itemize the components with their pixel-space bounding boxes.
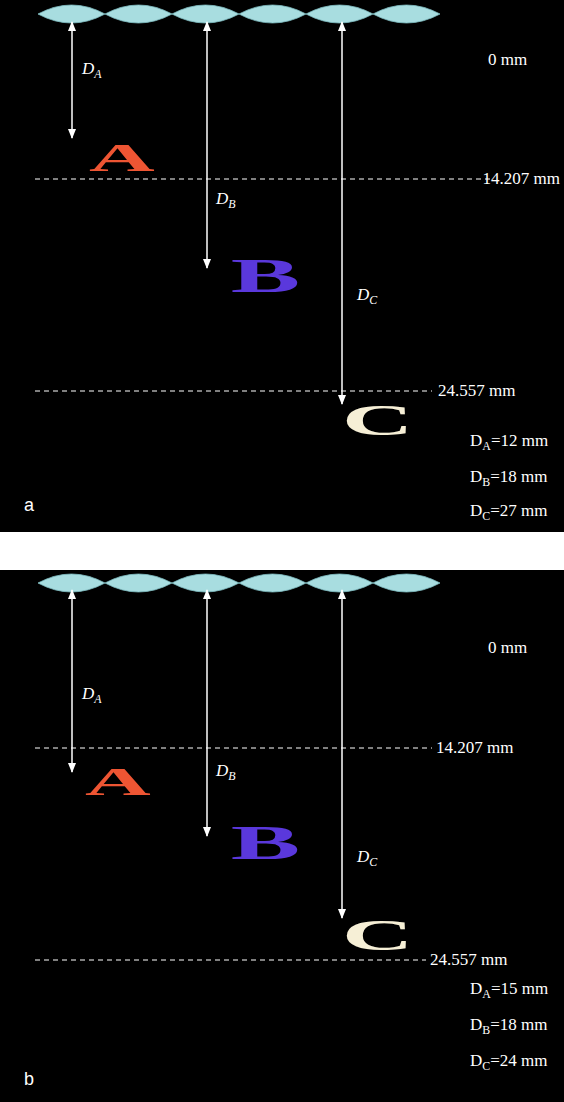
depth-label: 14.207 mm	[436, 739, 513, 758]
object-letter: C	[342, 399, 413, 443]
object-letter: A	[85, 763, 151, 802]
object-letter: B	[230, 251, 299, 300]
lenslet	[105, 5, 172, 23]
distance-value: DC=24 mm	[470, 1052, 548, 1073]
distance-value: DA=12 mm	[470, 432, 548, 453]
depth-label: 0 mm	[488, 639, 527, 658]
lenslet	[373, 5, 440, 23]
panel-background	[0, 570, 564, 1102]
panel-background	[0, 0, 564, 532]
lenslet	[306, 574, 373, 592]
depth-label: 24.557 mm	[438, 382, 515, 401]
distance-value: DA=15 mm	[470, 980, 548, 1001]
object-letter: C	[342, 914, 413, 958]
distance-label: DB	[216, 762, 236, 783]
lenslet	[172, 574, 239, 592]
distance-value: DB=18 mm	[470, 1016, 548, 1037]
depth-label: 24.557 mm	[430, 951, 507, 970]
lenslet	[38, 5, 105, 23]
object-letter: B	[230, 818, 299, 867]
lenslet	[172, 5, 239, 23]
panel-letter: b	[24, 1070, 34, 1090]
depth-label: 14.207 mm	[483, 170, 560, 189]
lenslet	[239, 5, 306, 23]
distance-label: DC	[357, 848, 377, 869]
distance-value: DB=18 mm	[470, 468, 548, 489]
lenslet	[105, 574, 172, 592]
lenslet	[38, 574, 105, 592]
distance-value: DC=27 mm	[470, 502, 548, 523]
distance-label: DA	[82, 60, 102, 81]
lens-array	[38, 5, 440, 592]
panel-letter: a	[24, 496, 34, 516]
distance-label: DC	[357, 286, 377, 307]
dashed-planes	[35, 179, 492, 960]
lenslet	[306, 5, 373, 23]
distance-label: DA	[82, 685, 102, 706]
object-letter: A	[89, 139, 155, 178]
distance-arrows	[72, 22, 342, 918]
depth-label: 0 mm	[488, 51, 527, 70]
lenslet	[373, 574, 440, 592]
distance-label: DB	[216, 190, 236, 211]
lenslet	[239, 574, 306, 592]
